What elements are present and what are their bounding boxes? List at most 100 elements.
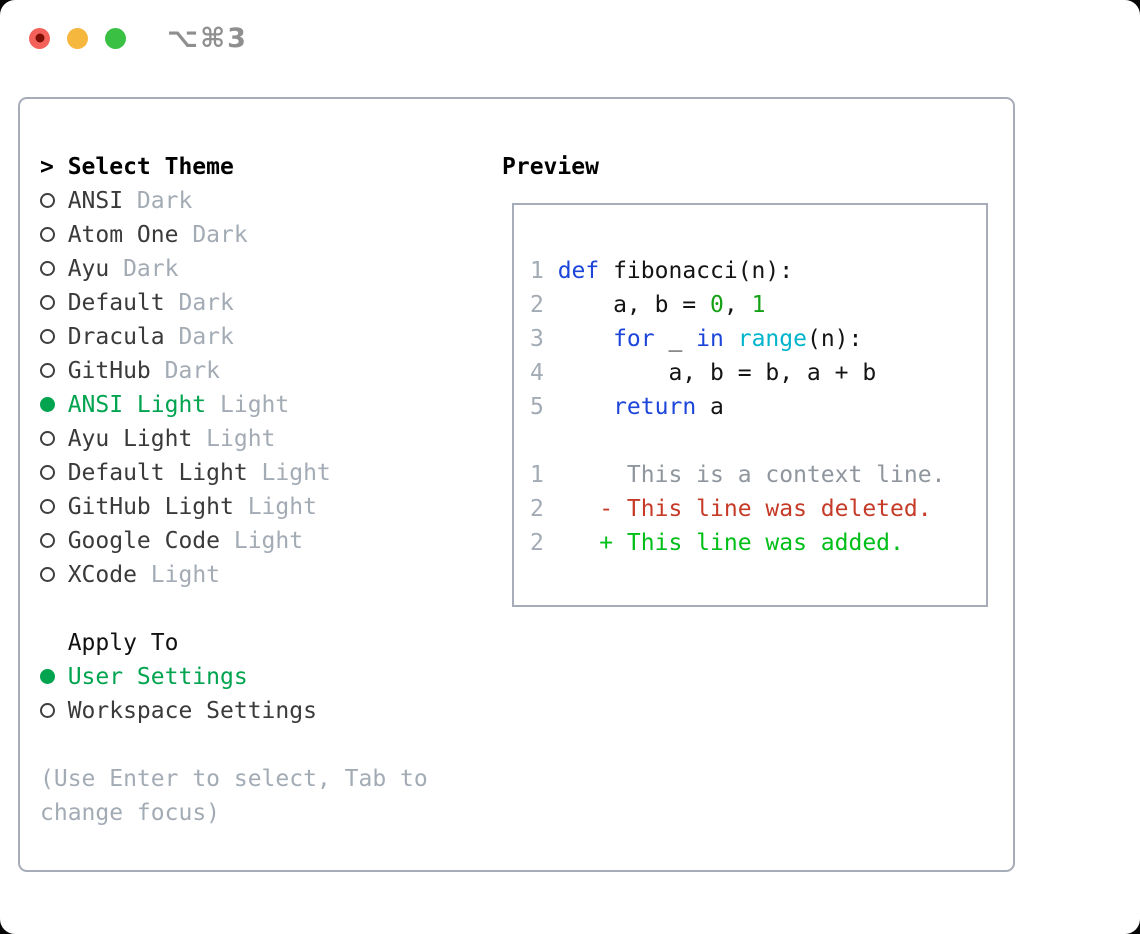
code-line: 4 a, b = b, a + b [530,356,986,390]
line-number: 3 [530,326,544,352]
window-title: ⌥⌘3 [167,22,248,54]
code-line: 2 a, b = 0, 1 [530,288,986,322]
diff-line-context: 1 This is a context line. [530,458,986,492]
theme-variant: Dark [178,324,234,350]
theme-option-default-dark[interactable]: Default Dark [40,286,428,320]
theme-variant: Dark [136,188,193,214]
code-token: (n): [806,326,863,352]
theme-variant: Light [150,562,221,588]
preview-title: Preview [502,154,599,180]
prompt-icon: > [40,154,54,180]
minimize-button-icon[interactable] [67,27,88,49]
blank-line [530,424,986,458]
apply-option-user-settings[interactable]: User Settings [40,660,428,694]
close-button-icon[interactable] [29,27,50,49]
keyboard-hint-text: (Use Enter to select, Tab to change focu… [40,766,428,826]
apply-option-label: User Settings [67,664,248,690]
theme-variant: Dark [123,256,179,282]
radio-icon [40,558,68,592]
radio-icon [40,490,68,524]
theme-variant: Light [247,494,317,520]
apply-option-workspace-settings[interactable]: Workspace Settings [40,694,428,728]
diff-line-deleted: 2 - This line was deleted. [530,492,986,526]
theme-option-xcode[interactable]: XCode Light [40,558,428,592]
radio-icon [40,456,68,490]
select-theme-title: Select Theme [67,154,234,180]
apply-option-label: Workspace Settings [67,698,317,724]
radio-icon [40,422,68,456]
radio-icon [40,218,68,252]
code-token: a, b = b, a + b [557,360,877,386]
theme-option-atom-one-dark[interactable]: Atom One Dark [40,218,428,252]
radio-selected-icon [40,388,68,422]
theme-option-ansi-light[interactable]: ANSI Light Light [40,388,428,422]
theme-variant: Dark [192,222,248,248]
radio-icon [40,354,68,388]
theme-name: Ayu Light [67,426,193,452]
code-line: 5 return a [530,390,986,424]
theme-name: Atom One [67,222,179,248]
code-token: for [613,326,655,352]
line-number: 4 [530,360,544,386]
code-preview-box: 1 def fibonacci(n): 2 a, b = 0, 1 3 for _… [512,203,988,607]
theme-option-default-light[interactable]: Default Light Light [40,456,428,490]
theme-variant: Dark [178,290,234,316]
diff-line-added: 2 + This line was added. [530,526,986,560]
line-number: 2 [530,292,544,318]
code-token: return [613,394,697,420]
zoom-button-icon[interactable] [105,27,126,49]
diff-deleted-text: - This line was deleted. [557,496,932,522]
code-token: fibonacci(n): [599,258,794,284]
theme-name: Default [67,290,165,316]
theme-variant: Light [220,392,290,418]
line-number: 1 [530,258,544,284]
theme-name: ANSI Light [67,392,207,418]
code-token: _ [654,326,697,352]
code-token: , [723,292,752,318]
radio-icon [40,524,68,558]
theme-variant: Light [261,460,331,486]
theme-name: Google Code [67,528,221,554]
theme-name: XCode [67,562,137,588]
radio-icon [40,320,68,354]
diff-added-text: + This line was added. [557,530,904,556]
select-theme-header: > Select Theme [40,150,428,184]
theme-variant: Dark [164,358,221,384]
theme-variant: Light [233,528,304,554]
radio-icon [40,694,68,728]
radio-icon [40,184,68,218]
theme-name: GitHub Light [67,494,234,520]
code-token: def [557,258,600,284]
line-number: 1 [530,462,544,488]
code-token: 1 [751,292,766,318]
line-number: 2 [530,530,544,556]
theme-option-google-code[interactable]: Google Code Light [40,524,428,558]
line-number: 5 [530,394,544,420]
theme-name: Default Light [67,460,248,486]
apply-to-header: Apply To [40,626,428,660]
radio-icon [40,286,68,320]
theme-option-github-light[interactable]: GitHub Light Light [40,490,428,524]
radio-selected-icon [40,660,68,694]
radio-icon [40,252,68,286]
code-token: a [696,394,724,420]
theme-name: Dracula [67,324,165,350]
spacer [40,728,428,762]
code-token: 0 [710,292,724,318]
diff-context-text: This is a context line. [557,462,946,488]
code-token [558,326,613,352]
code-token: a, b = [557,292,711,318]
code-line: 3 for _ in range(n): [530,322,986,356]
apply-to-title: Apply To [67,630,179,656]
code-token [558,394,613,420]
theme-option-dracula-dark[interactable]: Dracula Dark [40,320,428,354]
code-token [724,326,738,352]
line-number: 2 [530,496,544,522]
